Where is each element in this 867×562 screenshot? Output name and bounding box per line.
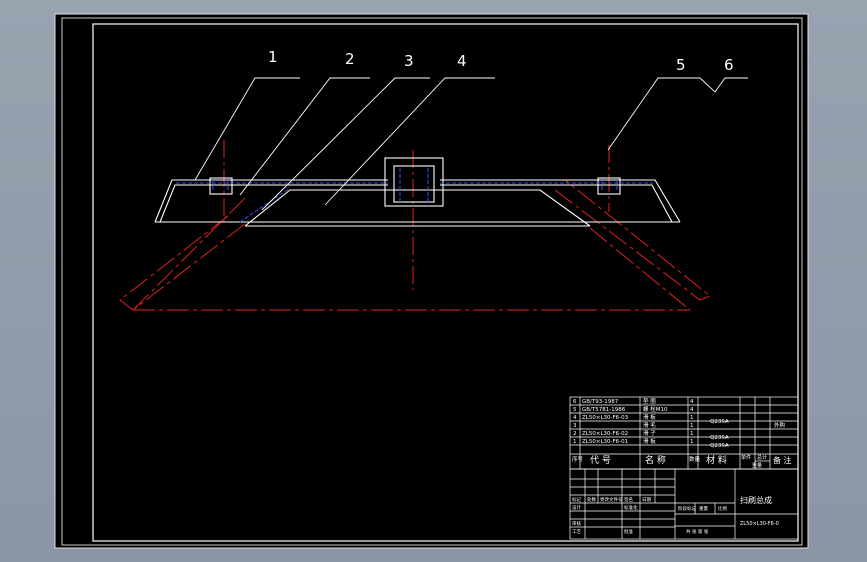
svg-text:4: 4 [690,407,694,413]
balloon-6: 6 [724,56,734,74]
svg-text:1: 1 [690,415,694,421]
housing-outline [154,157,681,227]
svg-text:ZL50×L30-F6-03: ZL50×L30-F6-03 [582,415,629,421]
svg-text:6: 6 [573,399,577,405]
svg-text:Q235A: Q235A [710,443,729,449]
svg-text:日期: 日期 [642,497,651,503]
svg-text:ZL50×L30-F6-02: ZL50×L30-F6-02 [582,431,628,437]
svg-text:Q235A: Q235A [710,435,729,441]
svg-text:垫 圈: 垫 圈 [643,397,656,405]
inner-frame [92,23,799,542]
svg-text:总计: 总计 [757,454,767,461]
svg-text:3: 3 [573,423,577,429]
balloon-3: 3 [404,52,414,70]
svg-text:ZL50×L30-F6-01: ZL50×L30-F6-01 [582,439,628,445]
svg-text:备 注: 备 注 [773,455,792,465]
svg-text:5: 5 [573,407,577,413]
balloon-2: 2 [345,50,355,68]
assembly-view [119,77,748,311]
svg-text:阶段标记: 阶段标记 [678,505,696,512]
svg-text:1: 1 [573,439,577,445]
svg-text:名 称: 名 称 [645,454,666,466]
drawing-number: ZL50×L30-F6-0 [740,521,779,527]
svg-text:滑 板: 滑 板 [643,437,656,445]
svg-text:序号: 序号 [572,455,584,463]
svg-text:滑 毛: 滑 毛 [643,421,656,429]
svg-text:GB/T93-1987: GB/T93-1987 [582,399,619,405]
svg-text:标记: 标记 [572,496,581,503]
svg-text:更改文件号: 更改文件号 [600,496,623,503]
title-block-grid [569,468,799,540]
svg-text:重量: 重量 [752,462,762,469]
balloon-labels: 1 2 3 4 5 6 [268,48,734,74]
svg-text:外购: 外购 [774,421,786,429]
bom-header: 序号 代 号 名 称 数量 材 料 单件 总计 重量 备 注 [572,454,792,469]
svg-text:1: 1 [690,439,694,445]
drawing-sheet [54,13,809,549]
title-block-text: 标记 处数 更改文件号 签名 日期 设计 标准化 审核 工艺 批准 阶段标记 重… [572,496,727,535]
svg-text:GB/T5781-1986: GB/T5781-1986 [582,407,626,413]
brush-arms [119,179,711,311]
svg-text:共 张 第 张: 共 张 第 张 [686,528,709,535]
svg-text:4: 4 [573,415,577,421]
bom-table [569,396,799,470]
leader-lines [194,77,748,211]
svg-text:比例: 比例 [718,505,727,512]
svg-text:数量: 数量 [689,455,701,463]
balloon-5: 5 [676,56,686,74]
balloon-4: 4 [457,52,467,70]
svg-text:材 料: 材 料 [706,454,727,466]
svg-text:标准化: 标准化 [624,504,638,511]
drawing-title: 扫刷总成 [740,495,772,505]
svg-text:批准: 批准 [624,528,633,535]
svg-text:滑 板: 滑 板 [643,413,656,421]
svg-text:4: 4 [690,399,694,405]
svg-text:签名: 签名 [624,496,633,503]
svg-text:审核: 审核 [572,520,581,527]
svg-text:2: 2 [573,431,577,437]
svg-text:设计: 设计 [572,504,581,511]
svg-text:1: 1 [690,423,694,429]
svg-text:工艺: 工艺 [572,529,581,535]
svg-text:1: 1 [690,431,694,437]
hidden-lines [176,168,653,223]
svg-text:单件: 单件 [741,454,751,461]
balloon-1: 1 [268,48,278,66]
svg-text:螺 栓M10: 螺 栓M10 [643,405,668,413]
svg-text:重量: 重量 [699,505,708,512]
svg-text:Q235A: Q235A [710,419,729,425]
bom-text: 6 GB/T93-1987 垫 圈 4 5 GB/T5781-1986 螺 栓M… [573,397,786,449]
svg-text:代 号: 代 号 [590,455,611,466]
outer-border [61,17,803,546]
svg-text:处数: 处数 [587,496,596,503]
svg-text:滑 子: 滑 子 [643,429,656,437]
